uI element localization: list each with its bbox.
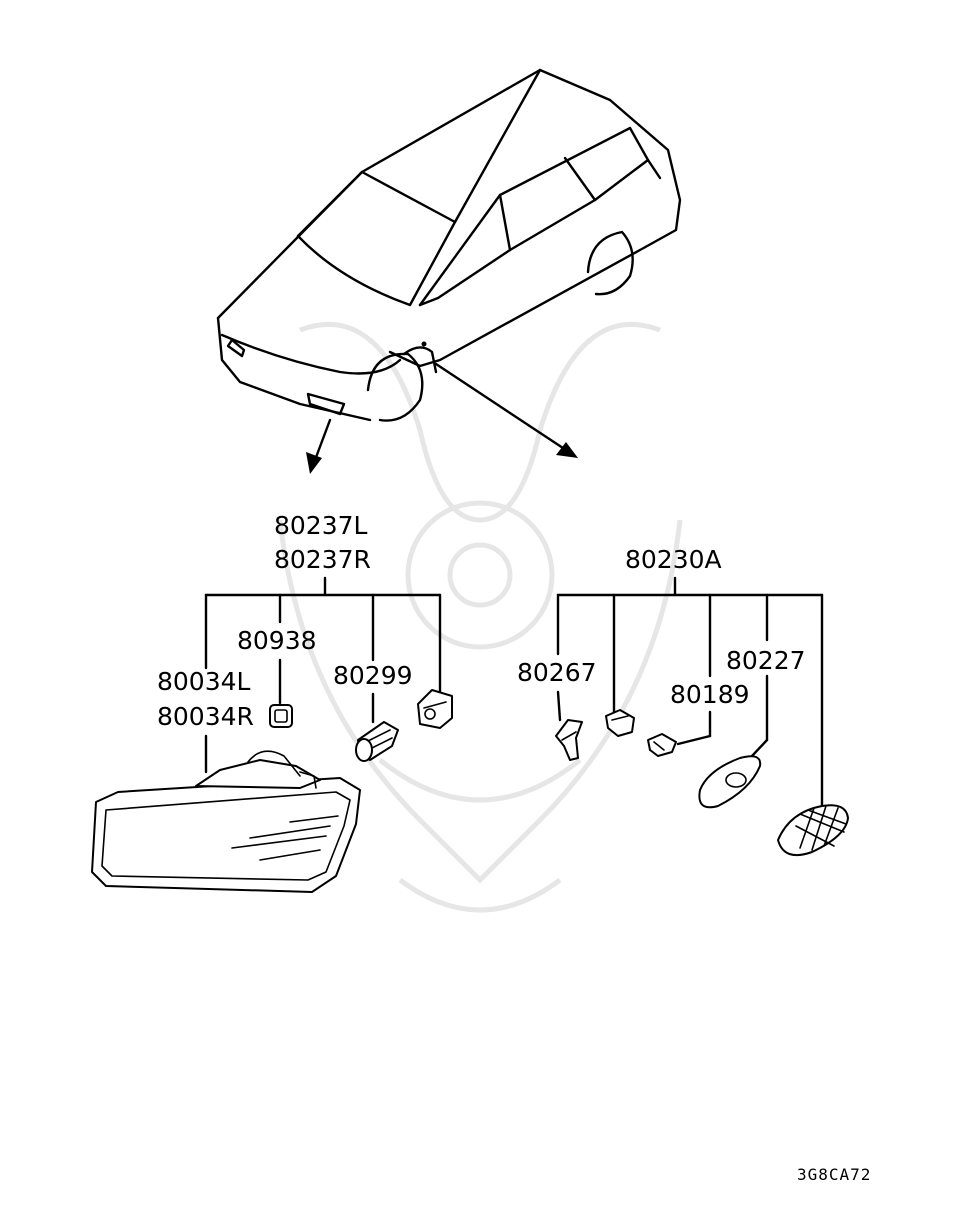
side-grommet bbox=[605, 709, 635, 737]
label-socket-front: 80299 bbox=[333, 661, 413, 690]
side-lens bbox=[777, 804, 849, 856]
front-bulb-80938 bbox=[269, 704, 293, 728]
vehicle-illustration bbox=[216, 68, 682, 422]
label-side-assembly: 80230A bbox=[625, 545, 722, 574]
label-socket-side: 80267 bbox=[517, 658, 597, 687]
label-gasket-side: 80227 bbox=[726, 646, 806, 675]
front-socket-80299 bbox=[355, 721, 399, 762]
label-front-assembly-right: 80237R bbox=[274, 545, 371, 574]
label-lens-right: 80034R bbox=[157, 702, 254, 731]
label-bulb-side: 80189 bbox=[670, 680, 750, 709]
front-lamp-assembly bbox=[91, 750, 361, 893]
label-bulb-front: 80938 bbox=[237, 626, 317, 655]
leader-lines-side bbox=[556, 576, 824, 808]
watermark-emblem bbox=[277, 321, 683, 913]
diagram-code: 3G8CA72 bbox=[797, 1165, 871, 1184]
side-bulb-80189 bbox=[647, 733, 677, 757]
front-connector bbox=[417, 689, 453, 729]
label-lens-left: 80034L bbox=[157, 667, 251, 696]
leader-lines-front bbox=[204, 576, 442, 774]
side-gasket-80227 bbox=[698, 755, 762, 809]
label-front-assembly-left: 80237L bbox=[274, 511, 368, 540]
side-socket-80267 bbox=[555, 719, 583, 761]
callout-arrows bbox=[306, 362, 578, 474]
